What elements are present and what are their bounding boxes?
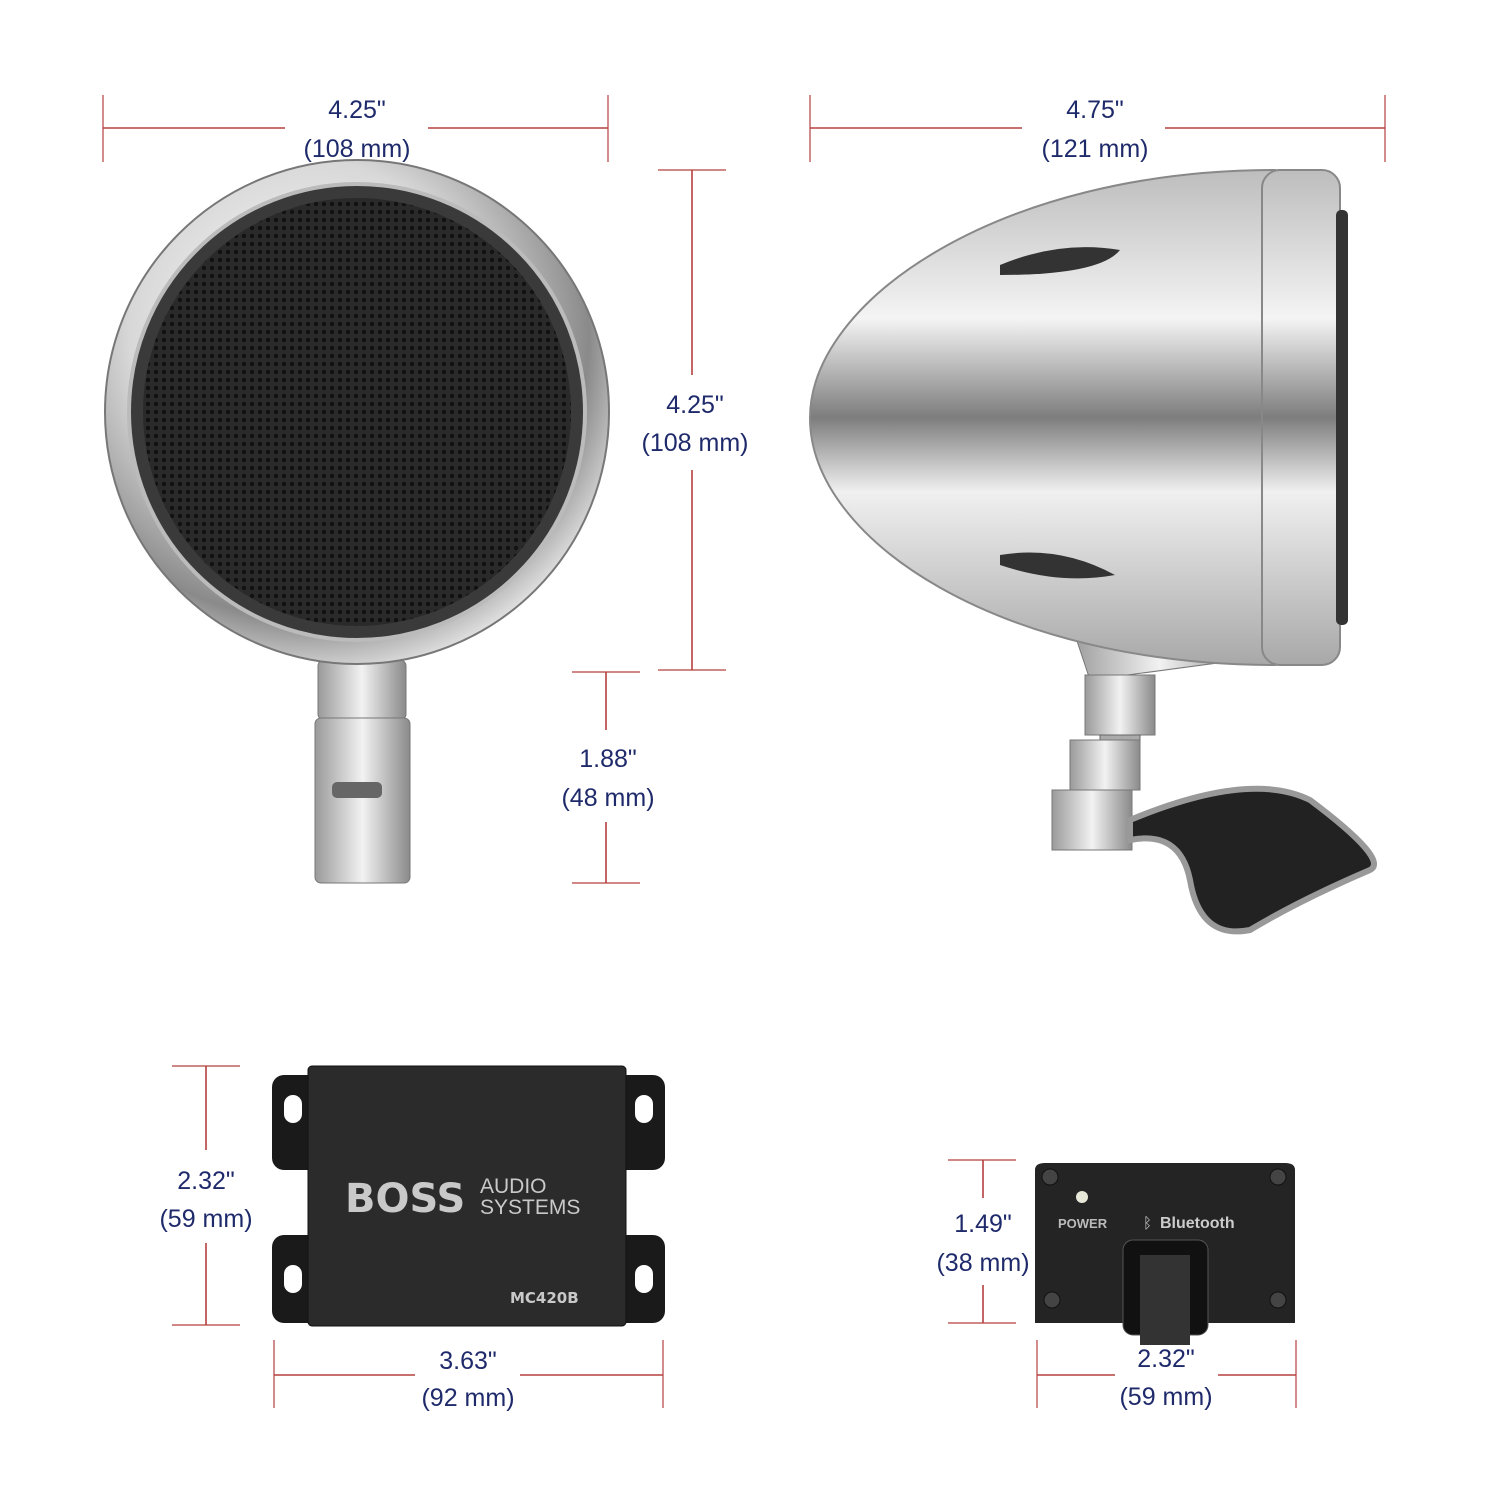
bluetooth-label: Bluetooth — [1160, 1215, 1235, 1232]
module-height-in: 1.49" — [954, 1210, 1012, 1238]
amp-height-in: 2.32" — [177, 1167, 235, 1195]
power-label: POWER — [1058, 1216, 1108, 1231]
module-height-mm: (38 mm) — [936, 1249, 1029, 1277]
speaker-height-in: 4.25" — [666, 391, 724, 419]
amp-height-mm: (59 mm) — [159, 1205, 252, 1233]
brand-logo: BOSS — [345, 1176, 465, 1222]
model-label: MC420B — [510, 1289, 579, 1307]
speaker-width-in: 4.25" — [328, 96, 386, 124]
amp-width-in: 3.63" — [439, 1347, 497, 1375]
amp-width-mm: (92 mm) — [421, 1384, 514, 1412]
speaker-depth-mm: (121 mm) — [1042, 135, 1149, 163]
speaker-side-view — [808, 168, 1377, 935]
dimension-lines — [102, 95, 1386, 1408]
speaker-width-mm: (108 mm) — [304, 135, 411, 163]
mount-height-in: 1.88" — [579, 745, 637, 773]
speaker-depth-in: 4.75" — [1066, 96, 1124, 124]
dimension-labels: 4.25" (108 mm) 4.75" (121 mm) 4.25" (108… — [159, 96, 1212, 1412]
speaker-height-mm: (108 mm) — [642, 429, 749, 457]
mount-height-mm: (48 mm) — [561, 784, 654, 812]
power-led — [1076, 1191, 1088, 1203]
module-width-in: 2.32" — [1137, 1345, 1195, 1373]
bluetooth-module: POWER ᛒ Bluetooth — [1035, 1163, 1295, 1345]
bluetooth-icon: ᛒ — [1143, 1214, 1152, 1232]
brand-sub-systems: SYSTEMS — [480, 1196, 580, 1219]
speaker-front-view — [104, 159, 610, 884]
brand-sub-audio: AUDIO — [480, 1175, 547, 1198]
amplifier: BOSS AUDIO SYSTEMS MC420B — [272, 1065, 665, 1327]
module-width-mm: (59 mm) — [1119, 1383, 1212, 1411]
